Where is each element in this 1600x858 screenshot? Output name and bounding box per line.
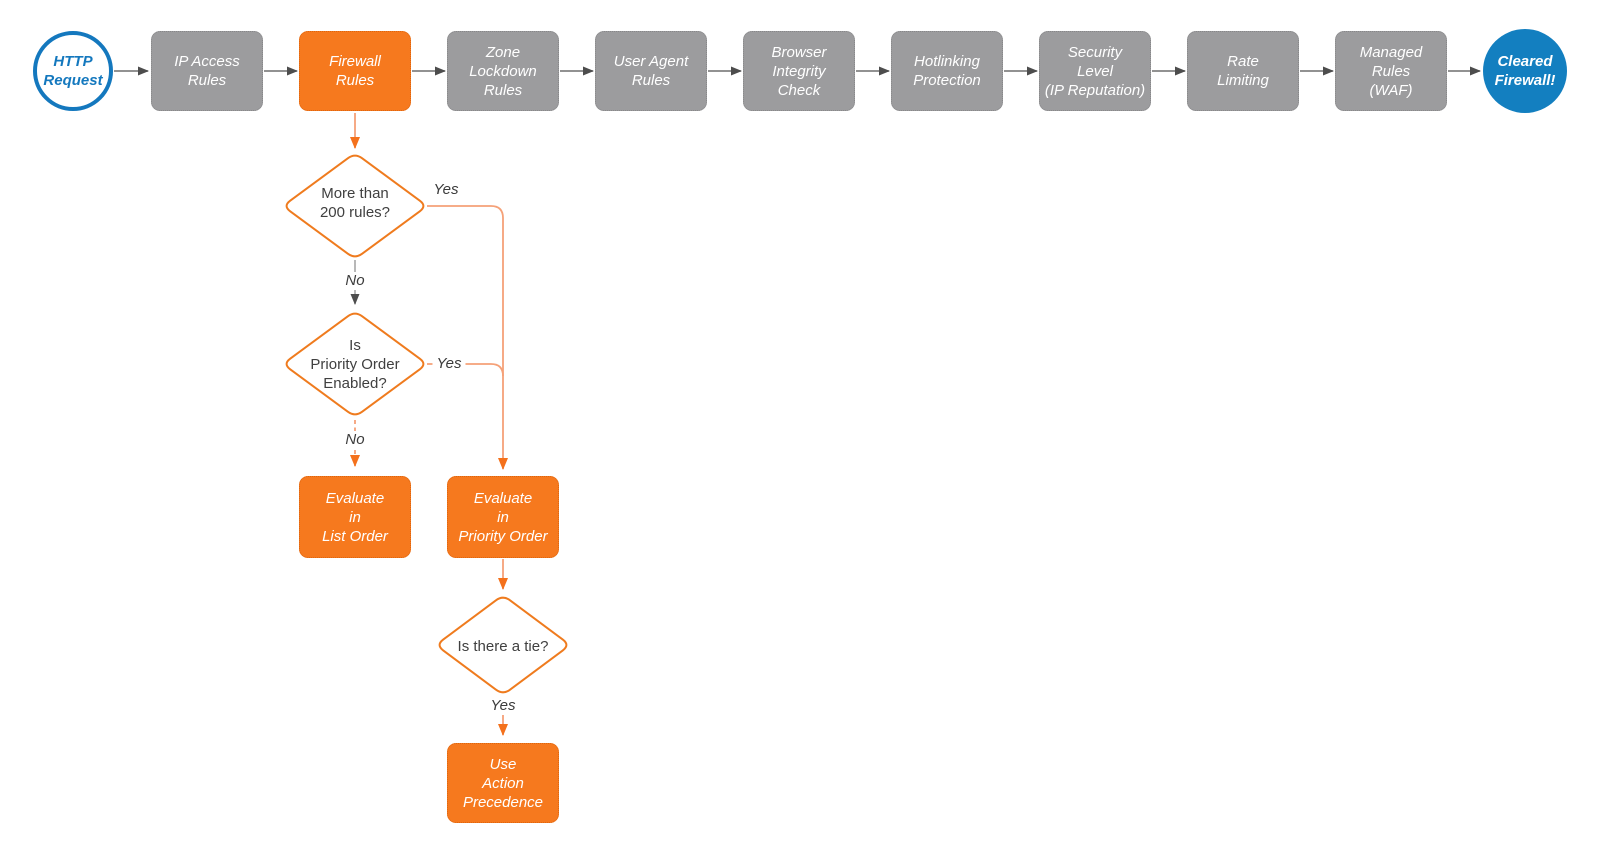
edge-label-decision2-no: No xyxy=(341,431,369,449)
decision1-label: More than 200 rules? xyxy=(319,185,391,221)
decision3-label: Is there a tie? xyxy=(457,638,549,655)
edge-label-decision1-yes: Yes xyxy=(433,181,459,198)
node-zone-lockdown-rules: Zone Lockdown Rules xyxy=(447,31,559,111)
decision2-label: Is Priority Order Enabled? xyxy=(310,337,400,392)
edge-decision1-yes-to-priority xyxy=(427,205,508,470)
node-http-request: HTTP Request xyxy=(33,31,113,111)
node-security-level: Security Level (IP Reputation) xyxy=(1039,31,1151,111)
edge-label-decision3-yes: Yes xyxy=(486,697,520,715)
node-cleared-firewall: Cleared Firewall! xyxy=(1483,29,1567,113)
edge-label-decision1-no: No xyxy=(341,272,369,290)
decision2-diamond xyxy=(285,312,425,416)
node-firewall-rules: Firewall Rules xyxy=(299,31,411,111)
edge-decision2-yes-merge xyxy=(427,363,504,377)
decision1-diamond xyxy=(285,154,425,258)
decision3-diamond xyxy=(438,596,568,694)
node-browser-integrity-check: Browser Integrity Check xyxy=(743,31,855,111)
node-managed-rules-waf: Managed Rules (WAF) xyxy=(1335,31,1447,111)
node-rate-limiting: Rate Limiting xyxy=(1187,31,1299,111)
node-hotlinking-protection: Hotlinking Protection xyxy=(891,31,1003,111)
node-ip-access-rules: IP Access Rules xyxy=(151,31,263,111)
node-evaluate-priority-order: Evaluate in Priority Order xyxy=(447,476,559,558)
node-evaluate-list-order: Evaluate in List Order xyxy=(299,476,411,558)
node-user-agent-rules: User Agent Rules xyxy=(595,31,707,111)
edge-label-decision2-yes: Yes xyxy=(432,355,466,373)
node-use-action-precedence: Use Action Precedence xyxy=(447,743,559,823)
